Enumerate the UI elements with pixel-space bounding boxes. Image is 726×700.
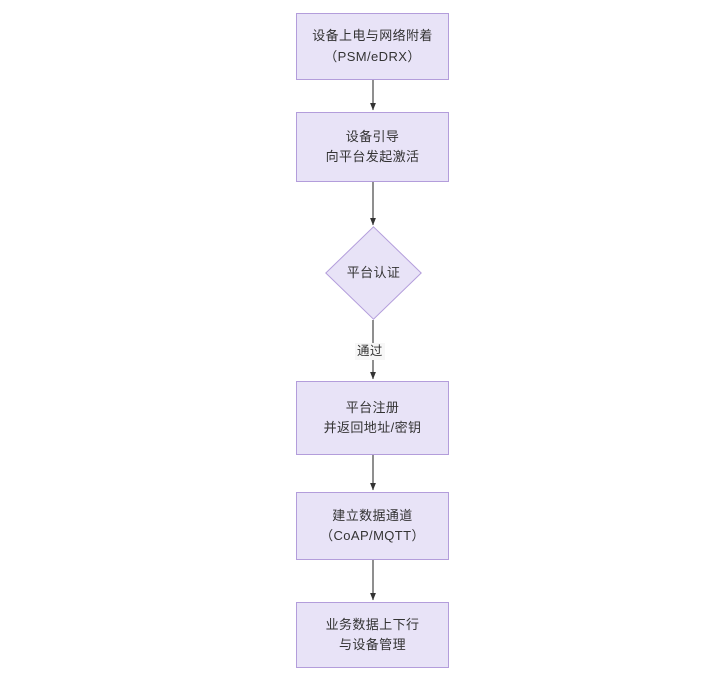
- diamond-shape: [325, 226, 422, 320]
- node-platform-register-line-1: 平台注册: [345, 399, 400, 415]
- node-platform-auth-line-1: 平台认证: [346, 264, 401, 280]
- node-business-data[interactable]: 业务数据上下行 与设备管理: [296, 602, 449, 668]
- node-bootstrap-line-2: 向平台发起激活: [325, 149, 420, 164]
- node-business-data-line-1: 业务数据上下行: [325, 616, 420, 632]
- edge-label-pass: 通过: [355, 343, 385, 360]
- node-platform-register-line-2: 并返回地址/密钥: [323, 420, 422, 435]
- node-platform-auth[interactable]: 平台认证: [325, 226, 422, 320]
- node-power-on[interactable]: 设备上电与网络附着 （PSM/eDRX）: [296, 13, 449, 80]
- node-power-on-line-1: 设备上电与网络附着: [312, 28, 433, 44]
- node-data-channel-line-2: （CoAP/MQTT）: [320, 528, 425, 543]
- node-bootstrap[interactable]: 设备引导 向平台发起激活: [296, 112, 449, 182]
- node-power-on-line-2: （PSM/eDRX）: [324, 48, 421, 64]
- node-platform-register[interactable]: 平台注册 并返回地址/密钥: [296, 381, 449, 455]
- node-data-channel-line-1: 建立数据通道: [332, 507, 413, 523]
- node-data-channel[interactable]: 建立数据通道 （CoAP/MQTT）: [296, 492, 449, 560]
- node-business-data-line-2: 与设备管理: [338, 637, 406, 652]
- node-bootstrap-line-1: 设备引导: [345, 128, 400, 144]
- node-platform-auth-text: 平台认证: [347, 263, 401, 283]
